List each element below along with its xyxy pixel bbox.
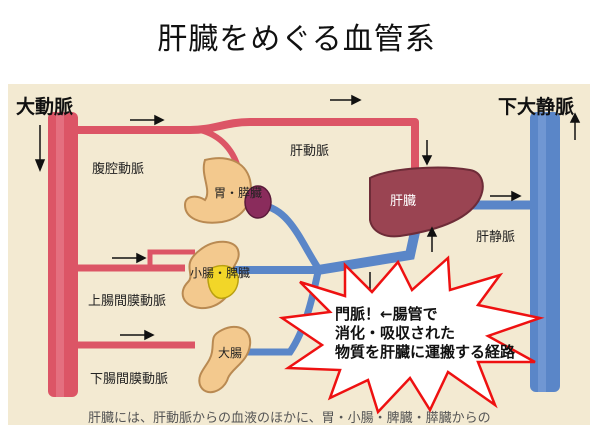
stomach-pancreas-label: 胃・膵臓 (214, 186, 263, 200)
aorta-label: 大動脈 (16, 96, 74, 118)
celiac-artery-label: 腹腔動脈 (92, 162, 145, 177)
callout-line-1: 門脈！←腸管で (335, 305, 438, 323)
pancreas (244, 185, 272, 219)
portal-vein-callout-text: 門脈！←腸管で 消化・吸収された 物質を肝臓に運搬する経路 (335, 305, 515, 362)
superior-mesenteric-label: 上腸間膜動脈 (88, 294, 167, 309)
spleen (207, 264, 239, 300)
stomach (183, 157, 252, 224)
large-intestine (198, 325, 252, 394)
flow-arrows (34, 94, 581, 341)
portal-vein-callout-burst (278, 255, 545, 415)
callout-line-3: 物質を肝臓に運搬する経路 (335, 343, 516, 361)
large-intestine-label: 大腸 (218, 346, 243, 360)
liver (369, 166, 484, 238)
small-intestine-spleen-label: 小腸・脾臓 (190, 266, 251, 280)
bottom-caption-text: 肝臓には、肝動脈からの血液のほかに、胃・小腸・脾臓・膵臓からの (88, 411, 491, 425)
hepatic-vein-label: 肝静脈 (476, 230, 516, 245)
hepatic-artery-label: 肝動脈 (290, 144, 330, 159)
vena-cava-label: 下大静脈 (498, 96, 575, 118)
liver-label: 肝臓 (390, 194, 417, 209)
callout-line-2: 消化・吸収された (335, 324, 456, 342)
page-title: 肝臓をめぐる血管系 (157, 22, 436, 57)
inferior-mesenteric-label: 下腸間膜動脈 (90, 372, 169, 387)
